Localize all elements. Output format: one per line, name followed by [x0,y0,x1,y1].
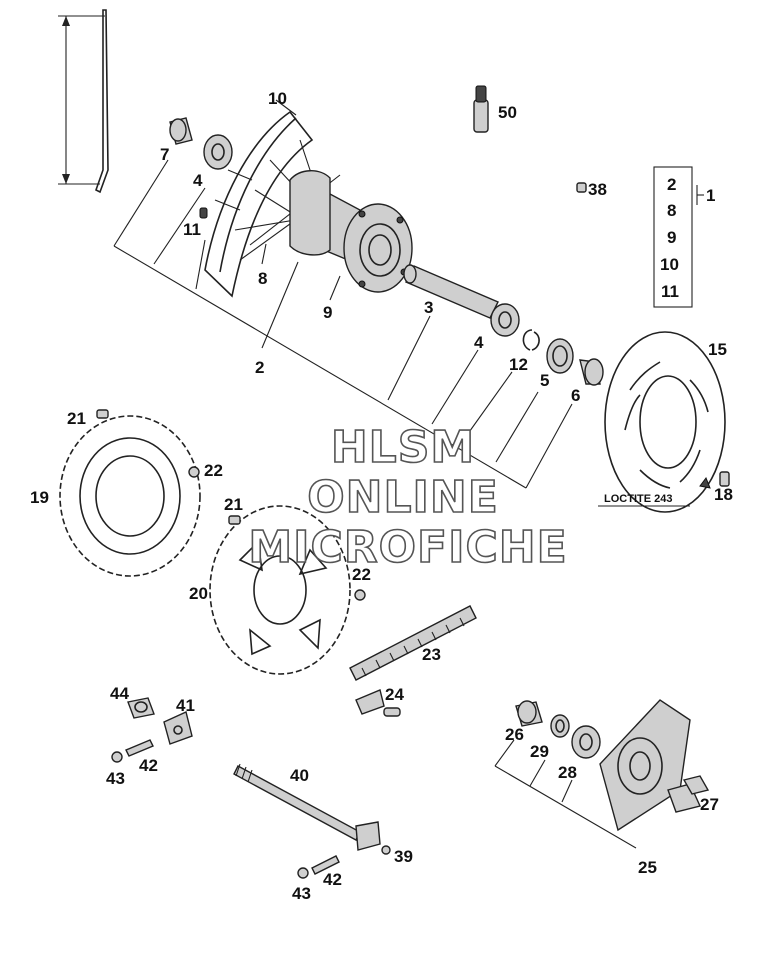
kit-bracket [653,166,693,308]
part-labels: 10 7 4 11 8 9 2 3 4 12 5 6 50 38 1 2 8 9… [30,89,733,903]
carrier-seal [550,714,570,738]
bearing-lower [490,303,520,337]
rear-sprocket-steel [59,415,201,577]
label-42-top: 42 [139,756,158,775]
circlip [522,329,540,351]
chain-adjuster-block [163,711,193,745]
label-23: 23 [422,645,441,664]
label-21-top: 21 [67,409,86,428]
spoke-dimension [58,9,109,194]
label-44: 44 [110,684,129,703]
sprocket-carrier [599,699,691,832]
label-43-lower: 43 [292,884,311,903]
label-21-lower: 21 [224,495,243,514]
brake-disc [604,331,726,513]
kit-label-2: 2 [667,175,676,194]
spacer-bushing [169,117,193,145]
carrier-bearing [571,725,601,759]
rear-axle [233,763,381,851]
drive-chain [349,605,477,681]
label-43-top: 43 [106,769,125,788]
label-10-rim: 10 [268,89,287,108]
axle-washer [381,845,391,855]
label-25: 25 [638,858,657,877]
disc-bolt [699,471,730,489]
bearing-top [203,134,233,170]
leader-lines [113,99,704,849]
label-3: 3 [424,298,433,317]
adjuster-nut [127,697,155,719]
label-26: 26 [505,725,524,744]
label-22-lower: 22 [352,565,371,584]
label-5: 5 [540,371,549,390]
kit-label-8: 8 [667,201,676,220]
label-8: 8 [258,269,267,288]
label-38: 38 [588,180,607,199]
wheel-rim [204,110,314,298]
label-50: 50 [498,103,517,122]
label-29: 29 [530,742,549,761]
kit-label-10: 10 [660,255,679,274]
carrier-spacer [515,700,543,727]
label-12: 12 [509,355,528,374]
watermark: HLSM ONLINE MICROFICHE [248,421,568,574]
label-18: 18 [714,485,733,504]
label-4-top: 4 [193,171,203,190]
label-15: 15 [708,340,727,359]
kit-label-9: 9 [667,228,676,247]
adjuster-bolt-2 [311,855,340,875]
label-6: 6 [571,386,580,405]
sprocket-nut-2 [354,589,366,601]
rear-sprocket-alloy [209,505,351,675]
adjuster-lock-nut-2 [297,867,309,879]
sprocket-nut-1 [188,466,200,478]
valve-nut [576,182,587,193]
watermark-line-2: ONLINE [307,472,499,523]
label-40: 40 [290,766,309,785]
label-7: 7 [160,145,169,164]
adjuster-lock-nut-1 [111,751,123,763]
adjuster-bolt-1 [125,739,154,757]
label-42-lower: 42 [323,870,342,889]
watermark-line-3: MICROFICHE [248,522,567,573]
label-20: 20 [189,584,208,603]
label-22-top: 22 [204,461,223,480]
watermark-line-1: HLSM [331,422,475,473]
loctite-note: LOCTITE 243 [604,493,672,505]
sprocket-bolt-2 [228,515,241,525]
label-9: 9 [323,303,332,322]
label-1: 1 [706,186,715,205]
spacer-tube [403,264,499,319]
chain-master-link [355,689,401,717]
label-28: 28 [558,763,577,782]
label-24: 24 [385,685,404,704]
kit-label-11: 11 [661,282,679,301]
label-41: 41 [176,696,195,715]
sprocket-bolt-1 [96,409,109,419]
tyre-valve [473,85,489,133]
wheel-hub [289,170,413,293]
label-19: 19 [30,488,49,507]
cush-drive-rubbers [667,775,710,813]
label-39: 39 [394,847,413,866]
label-27: 27 [700,795,719,814]
spoke-nipple [199,207,208,219]
spacer-bushing-outer [579,358,604,386]
label-2: 2 [255,358,264,377]
label-11: 11 [183,220,201,239]
label-4-lower: 4 [474,333,484,352]
shaft-seal [546,338,574,374]
